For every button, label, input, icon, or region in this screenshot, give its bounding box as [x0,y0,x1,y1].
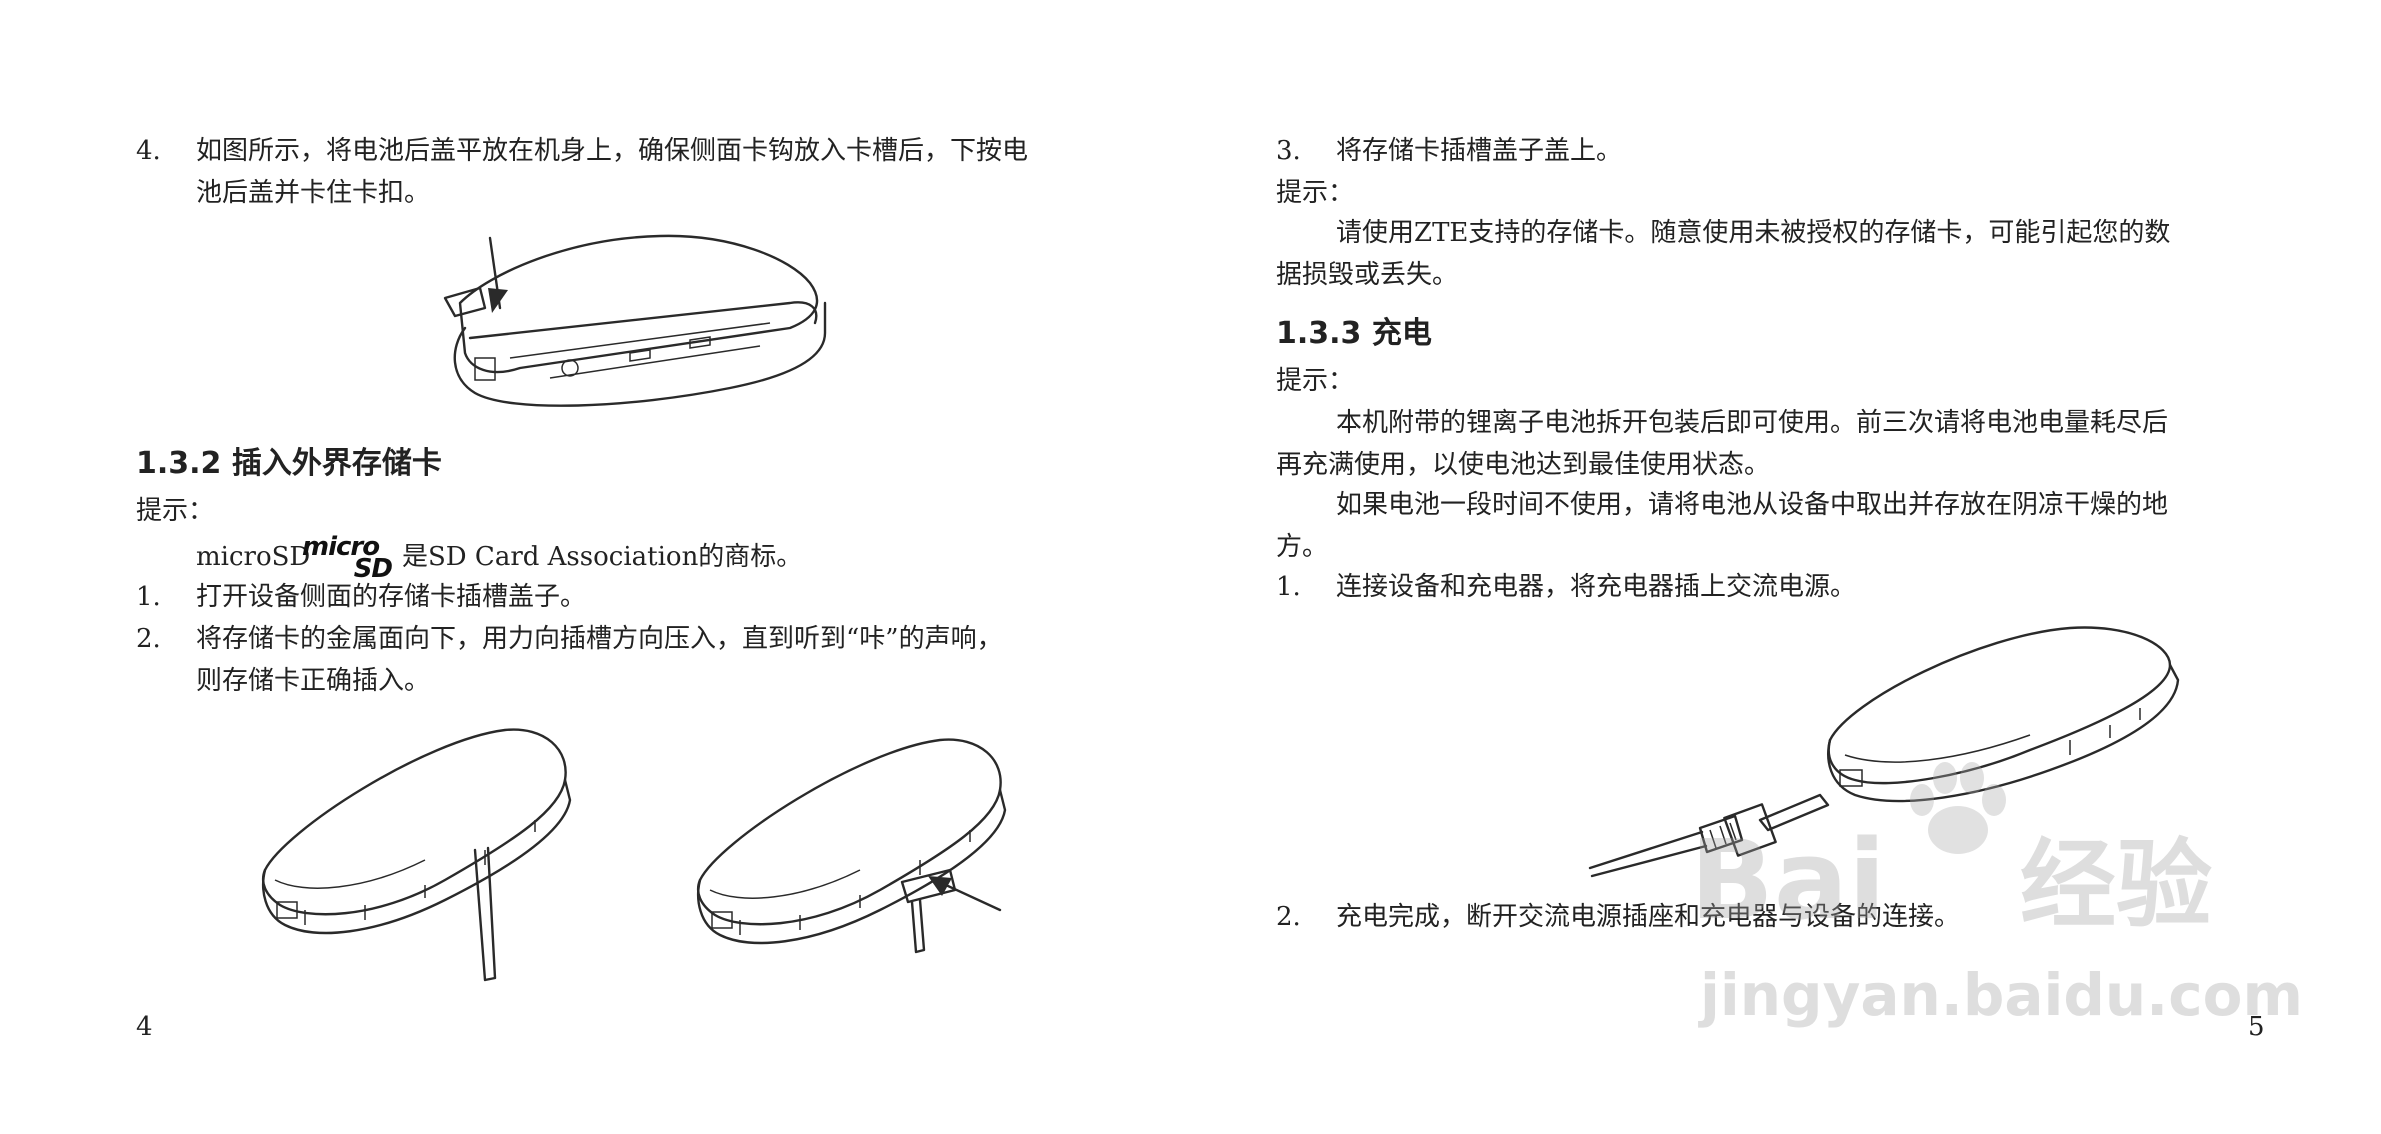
step2-text-line2: 则存储卡正确插入。 [196,666,431,696]
tip1-text-line2: 据损毁或丢失。 [1276,260,1459,290]
tip1-text-line1: 请使用ZTE支持的存储卡。随意使用未被授权的存储卡，可能引起您的数 [1336,218,2171,248]
tip1-label: 提示： [1276,178,1355,208]
step1-text: 打开设备侧面的存储卡插槽盖子。 [196,582,587,612]
step4-number: 4. [136,136,161,166]
tip2-p2-line2: 方。 [1276,532,1329,562]
step1-number: 1. [136,582,161,612]
charging-illustration [1588,626,2180,878]
page-number-left: 4 [136,1012,153,1042]
watermark-brand-suffix: 经验 [2020,829,2212,941]
microsd-trademark-text: 是SD Card Association的商标。 [402,542,803,572]
charge-step2-number: 2. [1276,902,1301,932]
step2-text-line1: 将存储卡的金属面向下，用力向插槽方向压入，直到听到“咔”的声响， [196,624,1003,654]
left-page: 4. 如图所示，将电池后盖平放在机身上，确保侧面卡钩放入卡槽后，下按电 池后盖并… [0,0,1190,1134]
tip2-label: 提示： [1276,366,1355,396]
watermark-url: jingyan.baidu.com [1700,961,2303,1029]
step2-number: 2. [136,624,161,654]
step3-number: 3. [1276,136,1301,166]
baidu-watermark: Bai 经验 jingyan.baidu.com [1690,760,2303,1060]
page-number-right: 5 [2248,1012,2265,1042]
charge-step2-text: 充电完成，断开交流电源插座和充电器与设备的连接。 [1336,902,1961,932]
microsd-prefix: microSD [196,542,311,572]
tip2-p1-line2: 再充满使用，以使电池达到最佳使用状态。 [1276,450,1771,480]
watermark-brand: Bai [1690,816,1886,944]
battery-cover-illustration [443,234,827,407]
tip2-p1-line1: 本机附带的锂离子电池拆开包装后即可使用。前三次请将电池电量耗尽后 [1336,408,2169,438]
section-heading-1-3-3: 1.3.3 充电 [1276,316,1432,351]
step4-text-line2: 池后盖并卡住卡扣。 [196,178,431,208]
device-slot-open-illustration [261,728,572,982]
step3-text: 将存储卡插槽盖子盖上。 [1336,136,1623,166]
device-card-insert-illustration [696,738,1007,954]
charge-step1-text: 连接设备和充电器，将充电器插上交流电源。 [1336,572,1857,602]
charge-step1-number: 1. [1276,572,1301,602]
paw-logo-icon [1910,762,2006,854]
tip2-p2-line1: 如果电池一段时间不使用，请将电池从设备中取出并存放在阴凉干燥的地 [1336,490,2169,520]
right-page: 3. 将存储卡插槽盖子盖上。 提示： 请使用ZTE支持的存储卡。随意使用未被授权… [1190,0,2380,1134]
step4-text-line1: 如图所示，将电池后盖平放在机身上，确保侧面卡钩放入卡槽后，下按电 [196,136,1029,166]
tip-label: 提示： [136,496,215,526]
section-heading-1-3-2: 1.3.2 插入外界存储卡 [136,446,442,481]
